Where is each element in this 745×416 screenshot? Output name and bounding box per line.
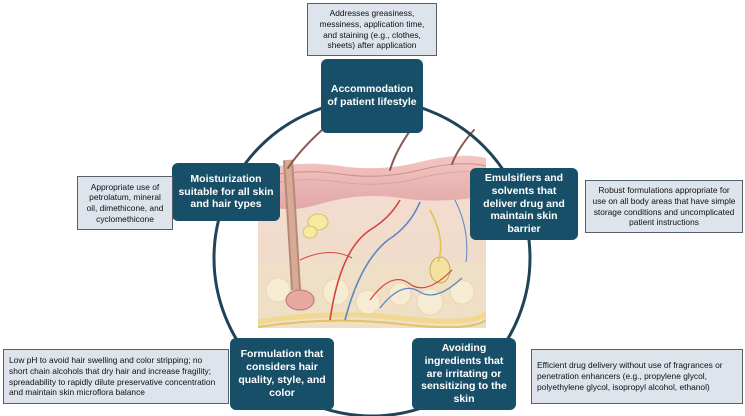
note-hair-quality: Low pH to avoid hair swelling and color … [3, 349, 229, 404]
hub-moisturization: Moisturization suitable for all skin and… [172, 163, 280, 221]
hub-hair-quality-label: Formulation that considers hair quality,… [238, 348, 326, 399]
hub-hair-quality: Formulation that considers hair quality,… [230, 338, 334, 410]
hub-avoid-irritants: Avoiding ingredients that are irritating… [412, 338, 516, 410]
skin-cross-section [258, 136, 486, 328]
note-moisturization: Appropriate use of petrolatum, mineral o… [77, 176, 173, 230]
hub-moisturization-label: Moisturization suitable for all skin and… [178, 172, 274, 211]
hub-patient-lifestyle: Accommodation of patient lifestyle [321, 59, 423, 133]
note-avoid-irritants-text: Efficient drug delivery without use of f… [537, 360, 723, 392]
note-lifestyle-text: Addresses greasiness, messiness, applica… [319, 8, 425, 51]
hub-patient-lifestyle-label: Accommodation of patient lifestyle [327, 83, 417, 108]
hub-emulsifiers-solvents-label: Emulsifiers and solvents that deliver dr… [483, 172, 565, 236]
note-emulsifiers: Robust formulations appropriate for use … [585, 180, 743, 233]
hub-emulsifiers-solvents: Emulsifiers and solvents that deliver dr… [470, 168, 578, 240]
note-emulsifiers-text: Robust formulations appropriate for use … [592, 185, 736, 228]
note-avoid-irritants: Efficient drug delivery without use of f… [531, 349, 743, 404]
hub-avoid-irritants-label: Avoiding ingredients that are irritating… [421, 342, 507, 406]
note-hair-quality-text: Low pH to avoid hair swelling and color … [9, 355, 216, 398]
note-lifestyle: Addresses greasiness, messiness, applica… [307, 3, 437, 56]
note-moisturization-text: Appropriate use of petrolatum, mineral o… [86, 181, 164, 224]
